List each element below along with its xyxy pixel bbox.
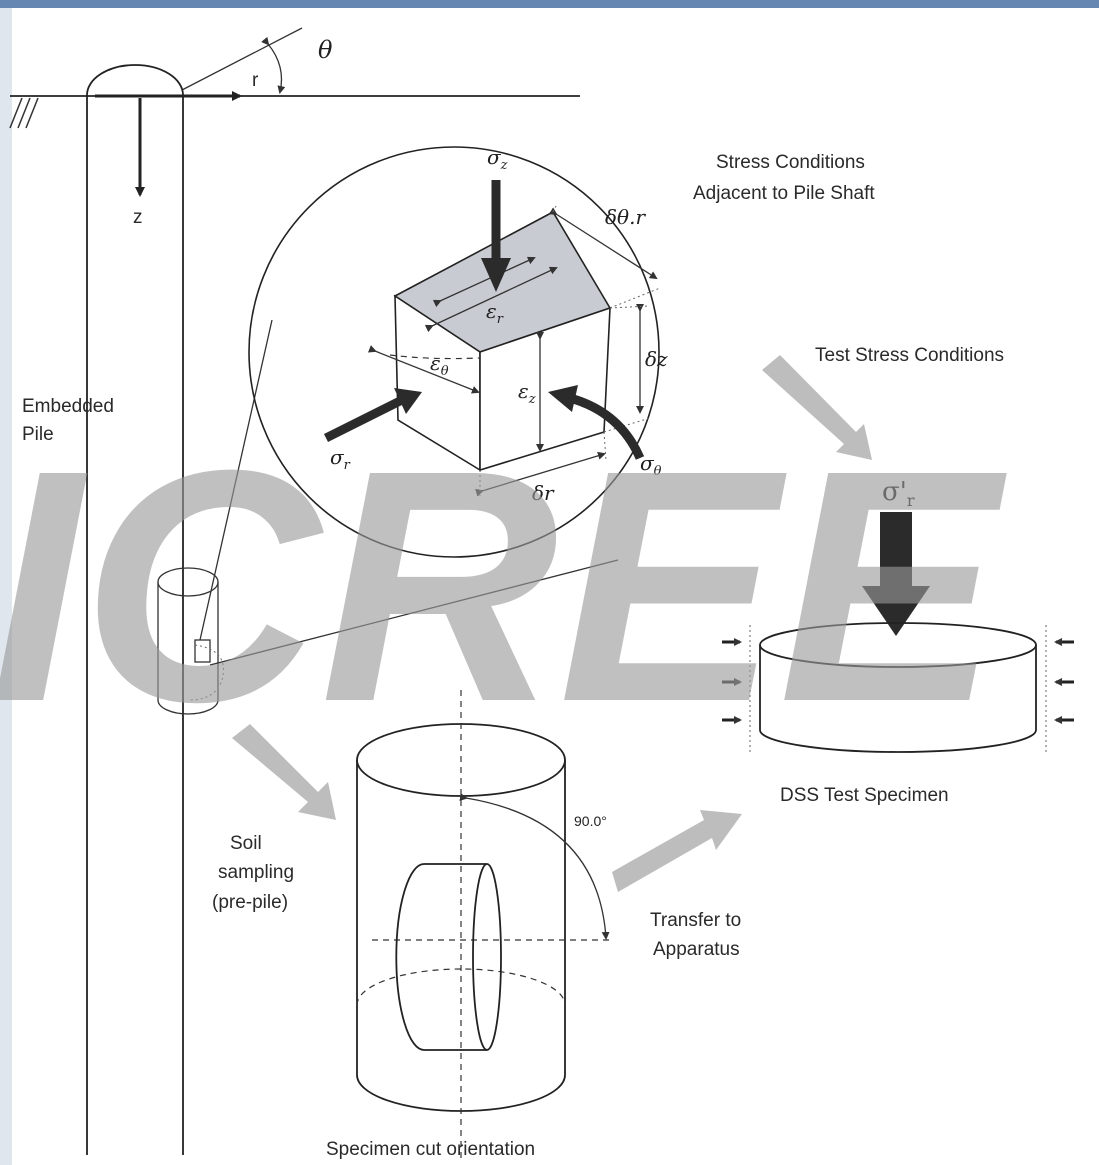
sigma-z-arrow [481, 180, 511, 292]
specimen-disk [395, 863, 502, 1051]
specimen-caption: Specimen cut orientation [326, 1139, 535, 1160]
angle-label: 90.0° [574, 813, 607, 829]
soil-sampling-label-2: sampling [218, 862, 294, 883]
embedded-pile-label-2: Pile [22, 424, 54, 445]
sigma-r-label: σr [330, 445, 351, 473]
magnifier-line-upper [199, 319, 273, 641]
embedded-pile-label-1: Embedded [22, 396, 114, 417]
d-theta-r-label: δθ.r [605, 205, 646, 229]
dss-specimen [749, 622, 1047, 753]
embedded-pile [86, 64, 184, 1155]
dss-label: DSS Test Specimen [780, 785, 949, 806]
eps-z-label: εz [518, 379, 536, 407]
eps-r-label: εr [486, 299, 504, 327]
dss-side-arrows-left [722, 638, 742, 724]
theta-angle-arc [261, 36, 286, 94]
transfer-label-1: Transfer to [650, 910, 741, 931]
ground-hatch [9, 97, 39, 129]
transfer-arrow [612, 810, 742, 892]
stress-conditions-title-2: Adjacent to Pile Shaft [693, 183, 875, 204]
magnifier-line-lower [209, 559, 619, 666]
d-r-dim [475, 451, 606, 497]
soil-sampling-label-3: (pre-pile) [212, 892, 288, 913]
test-stress-label: Test Stress Conditions [815, 345, 1004, 366]
stress-conditions-title-1: Stress Conditions [716, 152, 865, 173]
d-z-label: δz [645, 347, 668, 371]
test-stress-arrow [762, 355, 872, 460]
eps-theta-label: εθ [430, 351, 449, 379]
z-axis-label: z [133, 207, 143, 228]
sigma-prime-r-arrow [862, 512, 930, 636]
angle-arc [459, 793, 610, 940]
soil-sampling-arrow [232, 724, 336, 820]
magnifier-circle [248, 146, 660, 558]
d-r-label: δr [532, 481, 555, 505]
watermark: ICREE [0, 401, 1010, 770]
sigma-z-label: σz [487, 145, 508, 173]
sigma-prime-r-label: σ'r [882, 477, 915, 510]
transfer-label-2: Apparatus [653, 939, 740, 960]
sigma-theta-label: σθ [640, 451, 662, 479]
dss-side-arrows-right [1054, 638, 1074, 724]
top-band [0, 0, 1099, 8]
r-axis-label: r [252, 70, 259, 91]
left-strip [0, 8, 12, 1165]
d-theta-r-dim [548, 207, 658, 280]
theta-reference-line [181, 27, 303, 91]
sigma-theta-arrow [548, 385, 645, 460]
soil-element-marker [194, 639, 211, 663]
soil-sampling-label-1: Soil [230, 833, 262, 854]
sigma-r-arrow [323, 388, 422, 443]
soil-annulus [157, 567, 224, 715]
theta-label: θ [318, 36, 333, 64]
